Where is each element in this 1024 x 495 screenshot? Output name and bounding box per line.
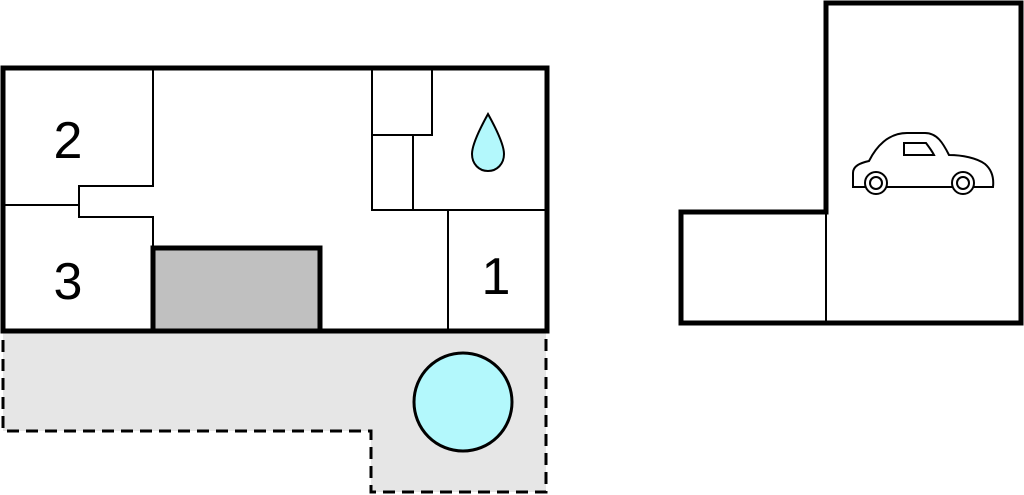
water-drop-icon [470, 111, 506, 173]
car-icon [852, 132, 995, 195]
room-label-2: 2 [54, 112, 83, 170]
interior-walls [3, 68, 547, 331]
fireplace [150, 245, 323, 334]
room-label-3: 3 [54, 253, 83, 311]
swimming-pool-icon [412, 351, 514, 453]
room-label-1: 1 [482, 248, 511, 306]
